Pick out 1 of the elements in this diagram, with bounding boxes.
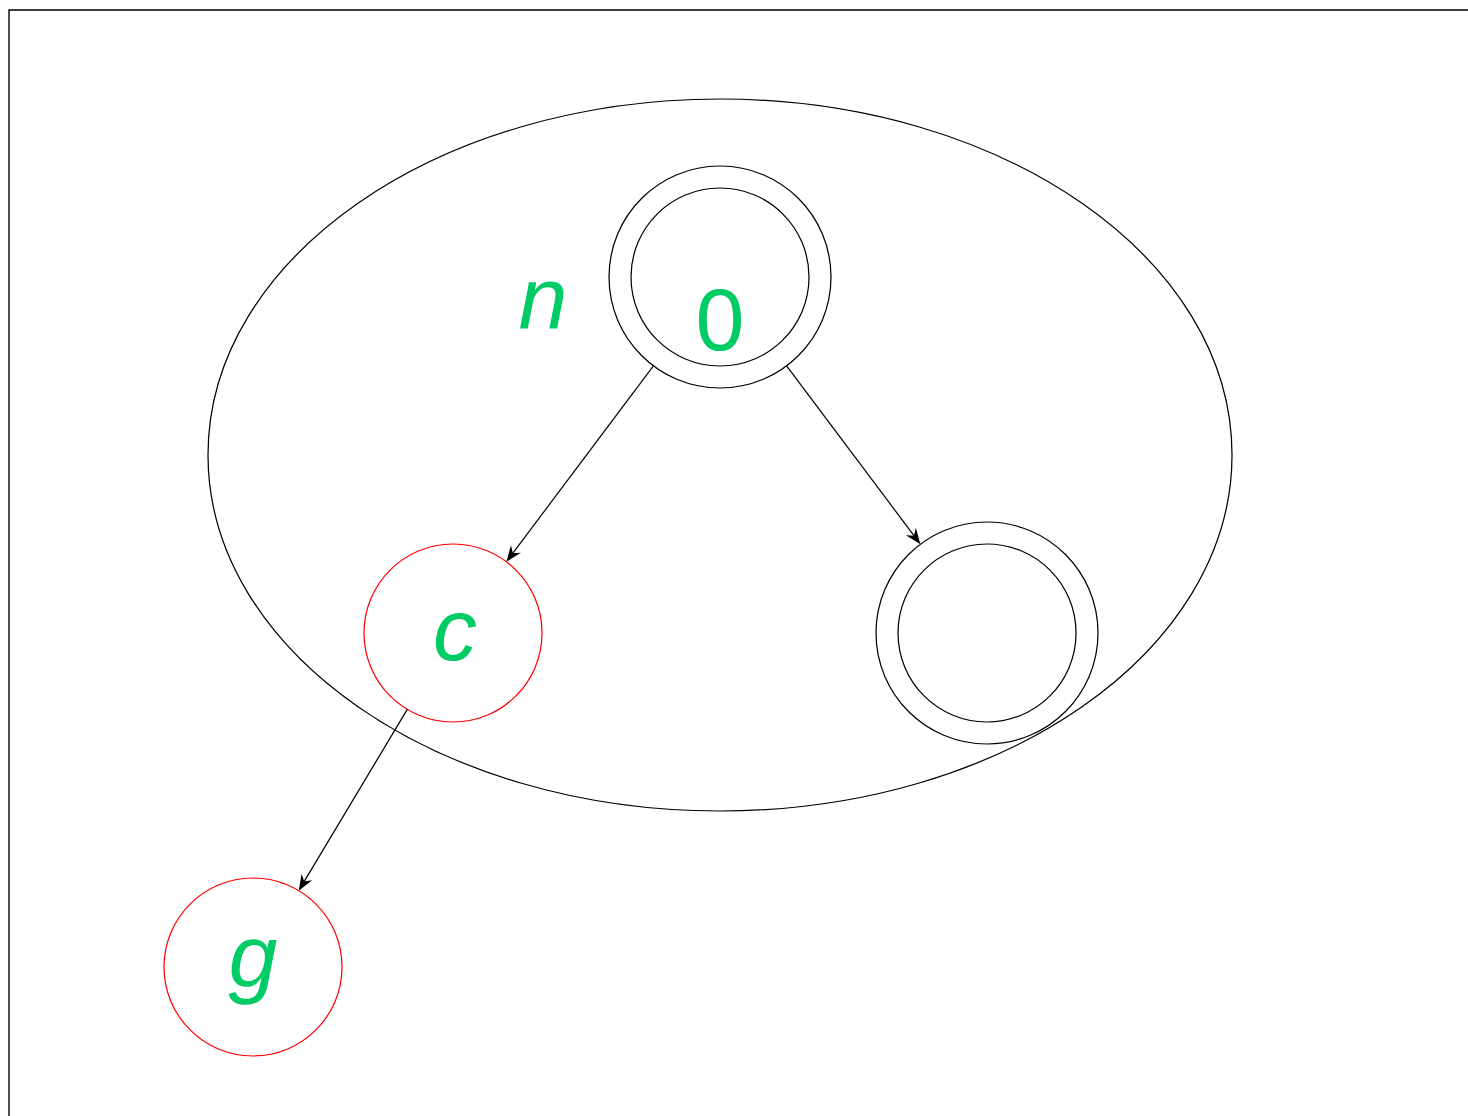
arrow [506, 365, 655, 562]
